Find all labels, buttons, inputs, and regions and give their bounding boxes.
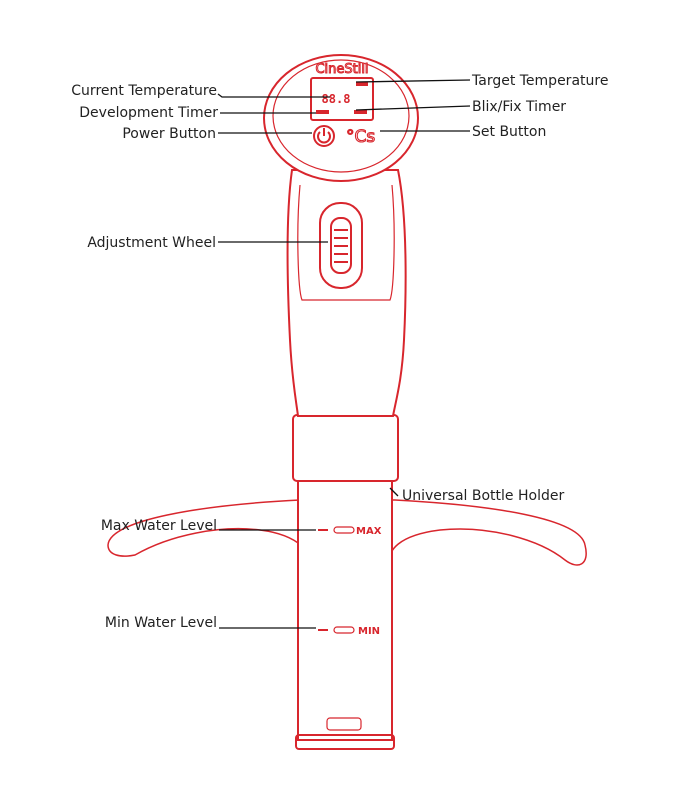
max-mark: MAX xyxy=(356,526,382,537)
head-inner xyxy=(272,59,410,173)
head-outer xyxy=(263,54,419,182)
label-power-button: Power Button xyxy=(122,126,216,142)
lcd-screen xyxy=(310,77,374,121)
min-mark: MIN xyxy=(358,626,380,637)
label-current-temperature: Current Temperature xyxy=(71,83,217,99)
collar xyxy=(292,414,399,482)
label-adjustment-wheel: Adjustment Wheel xyxy=(87,235,216,251)
power-button[interactable] xyxy=(313,125,335,147)
foot-slot xyxy=(326,717,362,731)
adjustment-wheel[interactable] xyxy=(330,217,352,274)
tube-foot xyxy=(295,734,395,750)
brand-logo: CineStill xyxy=(315,62,368,77)
handle xyxy=(286,169,407,417)
label-development-timer: Development Timer xyxy=(79,105,218,121)
tube xyxy=(297,478,393,741)
label-blix-fix-timer: Blix/Fix Timer xyxy=(472,99,566,115)
handle-inner xyxy=(297,184,395,301)
power-icon xyxy=(317,131,331,144)
set-button[interactable]: °Cs xyxy=(345,126,375,147)
label-max-water-level: Max Water Level xyxy=(101,518,217,534)
label-universal-bottle-holder: Universal Bottle Holder xyxy=(402,488,564,504)
wheel-housing xyxy=(319,202,363,289)
lcd-digits: 88.8 xyxy=(322,92,351,106)
label-target-temperature: Target Temperature xyxy=(471,73,608,89)
label-set-button: Set Button xyxy=(472,124,546,140)
label-min-water-level: Min Water Level xyxy=(105,615,217,631)
